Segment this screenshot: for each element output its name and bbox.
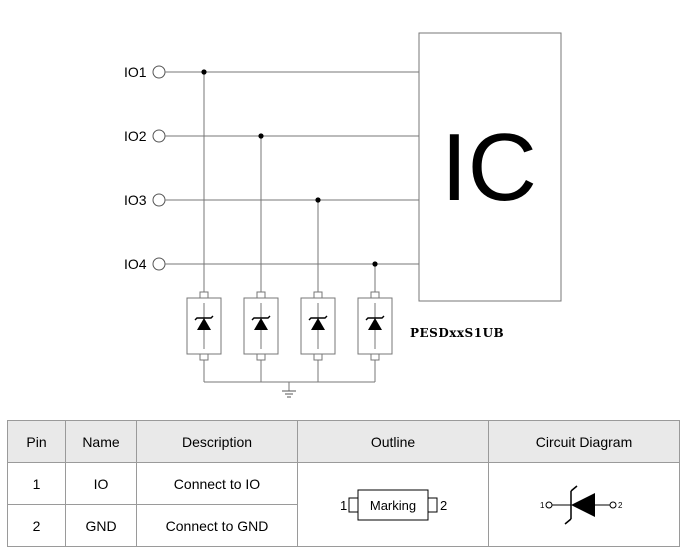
tvs-diode-3	[300, 291, 336, 361]
ground-icon	[282, 390, 296, 398]
header-name: Name	[65, 420, 137, 463]
io4-label: IO4	[124, 256, 147, 272]
cell-name: GND	[65, 504, 137, 547]
package-outline-drawing: 1 Marking 2	[340, 489, 447, 520]
tvs-diode-1	[186, 291, 222, 361]
io2-terminal	[152, 129, 166, 143]
cell-description: Connect to GND	[136, 504, 298, 547]
header-outline: Outline	[297, 420, 489, 463]
circuit-cell: 1 2	[488, 462, 680, 547]
cell-description: Connect to IO	[136, 462, 298, 505]
circuit-pin-2-label: 2	[618, 501, 623, 510]
header-description: Description	[136, 420, 298, 463]
header-circuit-diagram: Circuit Diagram	[488, 420, 680, 463]
outline-pin-2-label: 2	[440, 498, 447, 513]
ground-bus	[203, 360, 376, 391]
ic-label: IC	[441, 114, 537, 221]
tvs-diode-4	[357, 291, 393, 361]
ic-block	[418, 32, 562, 302]
io4-terminal	[152, 257, 166, 271]
pin-table: Pin Name Description Outline Circuit Dia…	[7, 420, 680, 547]
io3-terminal	[152, 193, 166, 207]
junction-dots	[201, 69, 378, 267]
tvs-diode-2	[243, 291, 279, 361]
outline-pin-1-label: 1	[340, 498, 347, 513]
protection-schematic: IO1 IO2 IO3 IO4 IC	[124, 32, 562, 398]
io3-label: IO3	[124, 192, 147, 208]
table-row: 1 IO Connect to IO 1 Marking 2 1	[7, 462, 680, 547]
io1-terminal	[152, 65, 166, 79]
outline-cell: 1 Marking 2	[297, 462, 489, 547]
cell-name: IO	[65, 462, 137, 505]
table-header-row: Pin Name Description Outline Circuit Dia…	[7, 420, 680, 463]
table-row: 2 GND Connect to GND	[7, 504, 680, 547]
circuit-pin-1-label: 1	[540, 501, 545, 510]
tvs-symbol: 1 2	[540, 484, 623, 525]
header-pin: Pin	[7, 420, 66, 463]
cell-pin: 2	[7, 504, 66, 547]
cell-pin: 1	[7, 462, 66, 505]
io1-label: IO1	[124, 64, 147, 80]
part-number-label: PESDxxS1UB	[410, 326, 504, 340]
signal-lines	[165, 71, 419, 292]
io2-label: IO2	[124, 128, 147, 144]
marking-label: Marking	[370, 498, 416, 513]
